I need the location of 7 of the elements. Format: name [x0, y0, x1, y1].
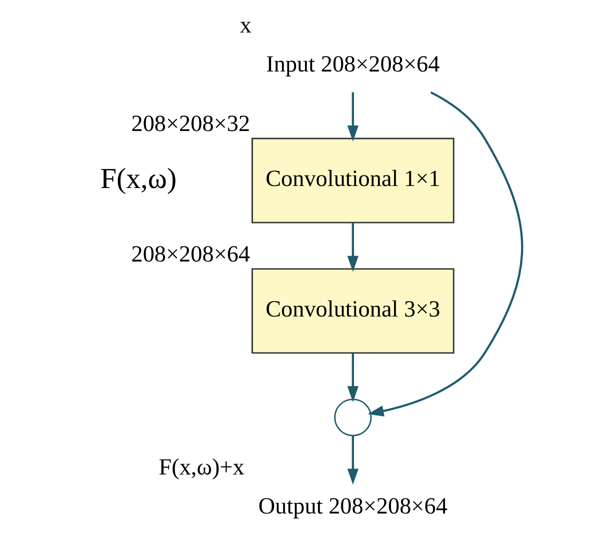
node-text: Output 208×208×64: [258, 493, 447, 520]
node-text: Input 208×208×64: [266, 52, 440, 78]
label: F(x,ω): [100, 162, 176, 195]
node-label: 208×208×32: [130, 111, 250, 138]
node-label: F(x,ω)+x: [158, 454, 244, 480]
node-label: 208×208×64: [130, 241, 250, 268]
node-label: x: [239, 12, 252, 38]
